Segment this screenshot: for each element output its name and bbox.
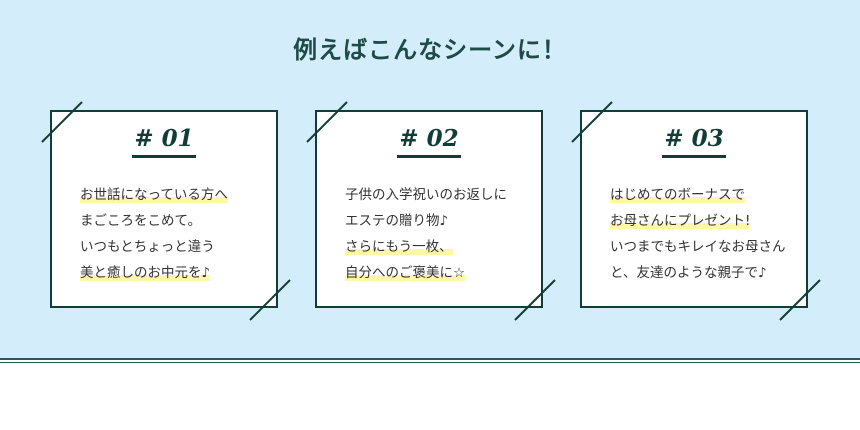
card-line-text: 美と癒しの [80, 265, 148, 281]
corner-stroke-top-left [41, 101, 83, 143]
card-line-text: いつまでもキレイなお母さん [610, 239, 786, 255]
scene-card-2: # 02 子供の入学祝いのお返しに エステの贈り物♪ さらにもう一枚、 自分への… [315, 110, 543, 308]
card-number: # 03 [662, 126, 726, 158]
card-line: いつもとちょっと違う [80, 236, 280, 262]
card-line: エステの贈り物♪ [345, 210, 545, 236]
card-line-text: 子供の入学祝いのお返しに [345, 187, 507, 203]
card-line-text: お世話になっている方へ [80, 187, 228, 203]
card-line-text: 自分へのご褒美に☆ [345, 265, 466, 281]
card-line: 自分へのご褒美に☆ [345, 262, 545, 288]
section-divider [0, 362, 860, 363]
card-line: お世話になっている方へ [80, 184, 280, 210]
section-divider [0, 358, 860, 360]
corner-stroke-top-left [571, 101, 613, 143]
card-line-text: いつもとちょっと違う [80, 239, 215, 255]
card-line-text: まごころをこめて。 [80, 213, 202, 229]
card-line-text: はじめてのボーナスで [610, 187, 745, 203]
card-text: お世話になっている方へ まごころをこめて。 いつもとちょっと違う 美と癒しのお中… [80, 184, 280, 288]
card-line: 美と癒しのお中元を♪ [80, 262, 280, 288]
card-line: お母さんにプレゼント! [610, 210, 810, 236]
corner-stroke-bottom-right [514, 279, 556, 321]
card-line: まごころをこめて。 [80, 210, 280, 236]
card-line: と、友達のような親子で♪ [610, 262, 810, 288]
scene-card-1: # 01 お世話になっている方へ まごころをこめて。 いつもとちょっと違う 美と… [50, 110, 278, 308]
card-line: 子供の入学祝いのお返しに [345, 184, 545, 210]
card-line: はじめてのボーナスで [610, 184, 810, 210]
scenes-section: 例えばこんなシーンに！ # 01 お世話になっている方へ まごころをこめて。 い… [0, 0, 860, 358]
corner-stroke-top-left [306, 101, 348, 143]
card-line-text: と、友達のような親子で♪ [610, 265, 767, 281]
card-text: 子供の入学祝いのお返しに エステの贈り物♪ さらにもう一枚、 自分へのご褒美に☆ [345, 184, 545, 288]
card-line: いつまでもキレイなお母さん [610, 236, 810, 262]
card-text: はじめてのボーナスで お母さんにプレゼント! いつまでもキレイなお母さん と、友… [610, 184, 810, 288]
card-number: # 01 [132, 126, 196, 158]
card-line-text: お中元を♪ [147, 265, 211, 281]
scene-card-3: # 03 はじめてのボーナスで お母さんにプレゼント! いつまでもキレイなお母さ… [580, 110, 808, 308]
corner-stroke-bottom-right [779, 279, 821, 321]
section-title: 例えばこんなシーンに！ [293, 35, 567, 64]
card-line-text: お母さんにプレゼント! [610, 213, 751, 229]
card-line: さらにもう一枚、 [345, 236, 545, 262]
card-line-text: エステの贈り物♪ [345, 213, 449, 229]
corner-stroke-bottom-right [249, 279, 291, 321]
card-line-text: さらにもう一枚、 [345, 239, 453, 255]
card-number: # 02 [397, 126, 461, 158]
